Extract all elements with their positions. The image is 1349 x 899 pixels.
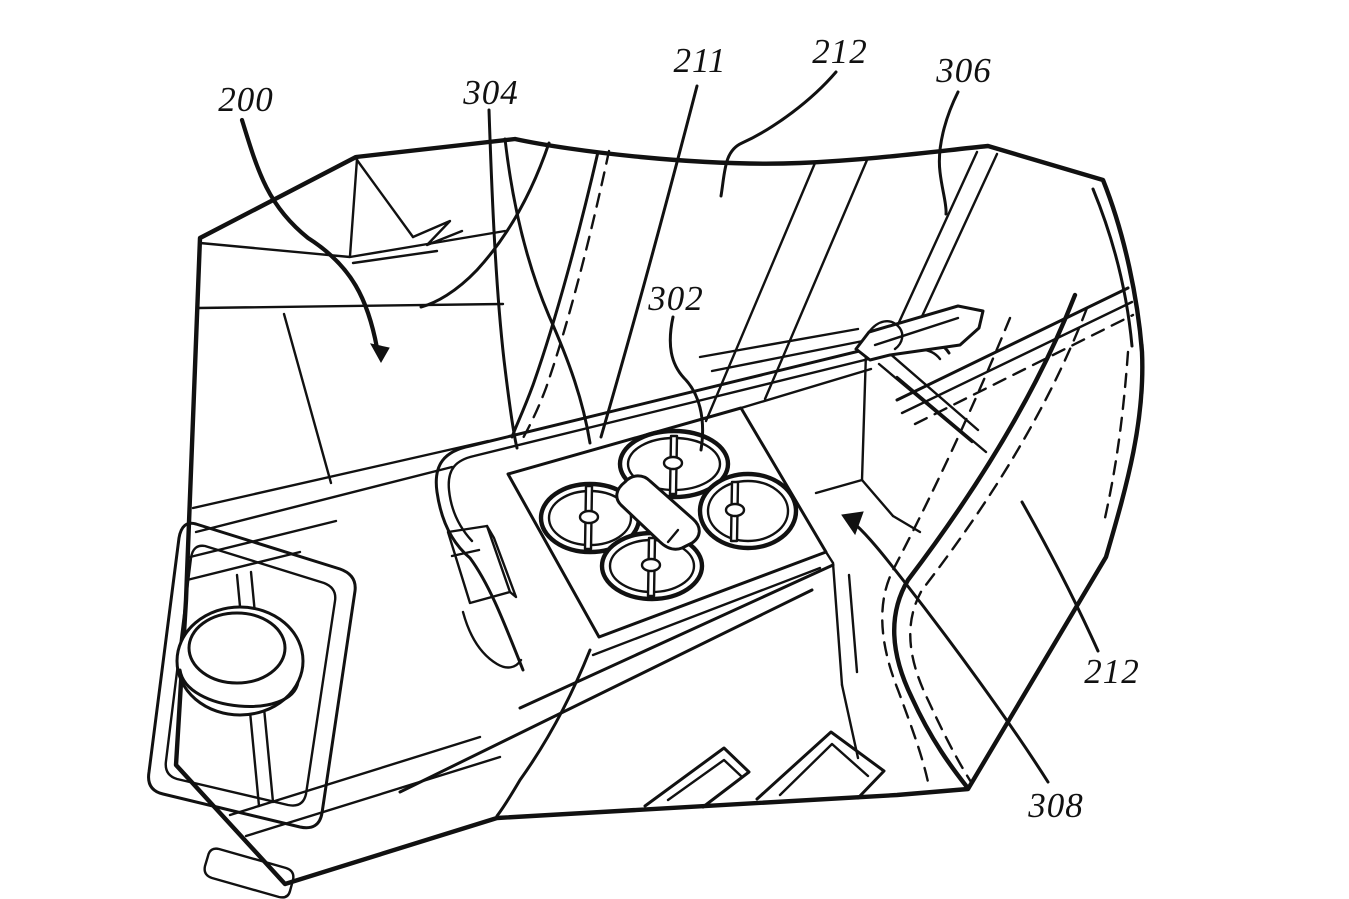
console-corner-edge <box>847 573 859 674</box>
pocket-wall <box>485 524 518 599</box>
door-trim-left <box>185 439 490 582</box>
leader-306 <box>937 90 960 216</box>
belt-buckle-inner <box>873 316 960 347</box>
belt-buckle-fold <box>867 320 904 351</box>
compartment-floor-edge <box>891 514 922 534</box>
dash-sweep-curve <box>419 141 551 309</box>
pocket-opening <box>446 524 512 605</box>
ref-label-308: 308 <box>1028 786 1084 825</box>
console-sill-line <box>228 735 482 817</box>
tray-inner <box>164 544 337 807</box>
seatback-top-edge <box>895 286 1130 402</box>
propeller-hub <box>578 509 600 525</box>
floor-facets <box>643 730 886 809</box>
leader-lines <box>239 70 1100 784</box>
console-front-edge <box>518 563 835 710</box>
boundary-outline <box>173 136 1145 887</box>
sill-line <box>185 550 302 582</box>
arrowhead-200 <box>370 343 390 364</box>
console-skirt-curve <box>495 648 592 818</box>
seat-bolster <box>892 292 1078 790</box>
facet-triangle <box>755 730 886 801</box>
facet-inner-line <box>666 758 743 802</box>
ref-label-212-top: 212 <box>812 32 868 71</box>
compartment-floor-edge <box>814 478 864 495</box>
ref-label-211: 211 <box>673 41 727 80</box>
dashboard <box>196 137 592 485</box>
seat-stitching <box>881 316 1012 784</box>
lid-rail <box>739 367 873 410</box>
tray-slot <box>203 847 295 899</box>
seat-stitching <box>1103 350 1130 520</box>
belt-and-rails <box>698 150 999 454</box>
console-sill-line <box>244 755 502 838</box>
belt-strap-lower <box>886 350 980 432</box>
cup-holder-tray <box>147 521 357 899</box>
tray-outer <box>147 521 357 830</box>
center-console <box>228 337 951 838</box>
vent-zigzag <box>411 219 464 247</box>
leader-302 <box>668 315 705 452</box>
leader-212-top <box>719 70 838 198</box>
ref-label-304: 304 <box>463 73 519 112</box>
belt-strap-wide <box>763 158 869 401</box>
drone <box>538 428 799 602</box>
ref-label-212-bottom: 212 <box>1084 652 1140 691</box>
console-lip-line <box>591 566 822 657</box>
seatback-stitching <box>913 313 1135 426</box>
dash-mid-line <box>196 302 505 310</box>
console-corner-edge <box>831 561 844 687</box>
leader-212-bottom <box>1020 500 1100 653</box>
console-corner-edge <box>840 683 860 760</box>
belt-strap-wide <box>704 161 817 423</box>
belt-strap-lower <box>895 375 988 454</box>
cup-holder-inner <box>187 611 287 685</box>
belt-strap-narrow <box>888 150 979 344</box>
compartment-wall-edge <box>860 350 868 482</box>
leader-308 <box>854 523 1050 784</box>
dash-vertical-line <box>282 312 333 485</box>
ref-label-200: 200 <box>218 80 274 119</box>
ref-label-306: 306 <box>936 51 992 90</box>
lid-rail <box>698 327 860 359</box>
console-lower-edge <box>398 588 814 794</box>
left-seat-stitching <box>520 149 611 442</box>
propeller-hub <box>724 502 746 518</box>
arrowhead-308 <box>841 511 864 536</box>
compartment-floor-edge <box>860 478 895 518</box>
sill-line <box>194 465 454 534</box>
ref-label-302: 302 <box>648 279 704 318</box>
seatback-edge <box>1091 187 1134 348</box>
facet-triangle <box>643 746 751 809</box>
vent-line <box>348 157 359 258</box>
figure-boundary <box>173 136 1145 887</box>
vent-line <box>355 158 415 239</box>
lid-rail <box>710 339 865 373</box>
propeller-hub <box>640 557 662 573</box>
facet-inner-line <box>778 742 870 797</box>
drone-body-notch <box>666 528 680 544</box>
sill-line <box>191 439 490 510</box>
rotor-right-outer <box>697 471 799 551</box>
rotor-right-inner <box>706 479 790 543</box>
pillar-sweep-curve <box>503 137 592 445</box>
left-seat <box>510 149 611 442</box>
leader-200 <box>239 117 380 351</box>
belt-buckle <box>854 304 985 362</box>
console-side-line <box>824 550 835 565</box>
sill-line <box>188 519 338 559</box>
propeller-hub <box>662 455 684 471</box>
seatback-top-edge <box>900 300 1134 415</box>
leader-211 <box>599 84 699 439</box>
vent-line <box>351 249 439 265</box>
left-seat-bolster <box>510 150 600 439</box>
belt-strap-lower <box>877 362 974 444</box>
cup-holder-lip <box>178 668 300 708</box>
pocket-bracket <box>461 610 523 669</box>
leader-304 <box>487 108 519 450</box>
